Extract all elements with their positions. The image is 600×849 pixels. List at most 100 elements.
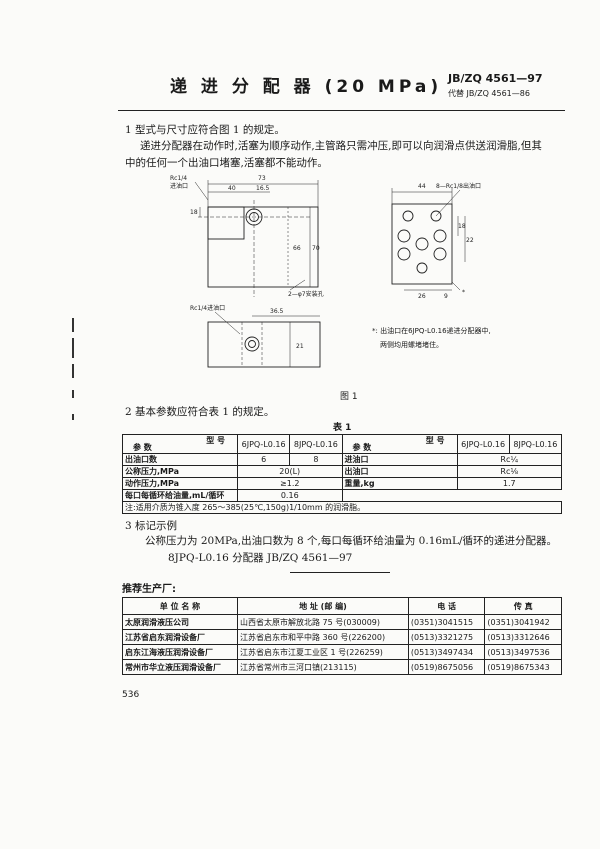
dim-front-66: 66 <box>293 245 301 252</box>
parameter-table: 型 号 参 数 6JPQ-L0.16 8JPQ-L0.16 型 号 参 数 6J… <box>122 434 563 514</box>
model-cell: 6JPQ-L0.16 <box>236 434 291 454</box>
dim-side-22: 22 <box>466 237 474 244</box>
column-header: 电 话 <box>407 597 486 615</box>
maker-address: 山西省太原市解放北路 75 号(030009) <box>236 614 409 630</box>
maker-phone: (0513)3321275 <box>407 629 486 645</box>
side-star: * <box>462 289 465 296</box>
page-number: 536 <box>122 690 140 700</box>
table-row: 江苏省启东润滑设备厂 江苏省启东市和平中路 360 号(226200) (051… <box>122 629 562 645</box>
dim-side-18: 18 <box>458 223 466 230</box>
page-title: 递 进 分 配 器 (20 MPa) <box>170 77 443 97</box>
param-label-right: 参 数 <box>352 443 372 452</box>
dim-front-18: 18 <box>190 209 198 216</box>
column-header: 传 真 <box>484 597 562 615</box>
table-row: 型 号 参 数 6JPQ-L0.16 8JPQ-L0.16 型 号 参 数 6J… <box>122 434 563 454</box>
dim-side-44: 44 <box>418 183 426 190</box>
marking-example-text: 公称压力为 20MPa,出油口数为 8 个,每口每循环给油量为 0.16mL/循… <box>145 535 558 547</box>
dim-bottom-36-5: 36.5 <box>270 308 284 315</box>
dim-front-total: 73 <box>258 175 266 182</box>
param-value: 0.16 <box>237 489 343 502</box>
model-cell: 6JPQ-L0.16 <box>456 434 510 454</box>
param-name: 出油口 <box>341 465 458 478</box>
dim-side-9: 9 <box>444 293 448 300</box>
separator-rule <box>290 572 390 573</box>
outlet-label: 8—Rc1/8出油口 <box>436 182 481 190</box>
outlet-holes <box>397 210 447 274</box>
maker-name: 常州市华立液压润滑设备厂 <box>122 659 238 675</box>
param-name: 进油口 <box>341 453 458 466</box>
param-name: 动作压力,MPa <box>122 477 238 490</box>
dim-front-70: 70 <box>312 245 320 252</box>
figure-note-line2: 两侧均用螺堵堵住。 <box>380 341 443 349</box>
table-row: 公称压力,MPa 20(L) 出油口 Rc⅛ <box>122 465 562 478</box>
section-1-paragraph-line2: 中的任何一个出油口堵塞,活塞都不能动作。 <box>125 157 328 169</box>
table-header-row: 单 位 名 称 地 址 (邮 编) 电 话 传 真 <box>122 597 562 615</box>
section-1-paragraph-line1: 递进分配器在动作时,活塞为顺序动作,主管路只需冲压,即可以向润滑点供送润滑脂,但… <box>140 140 542 152</box>
maker-fax: (0351)3041942 <box>484 614 562 630</box>
column-header: 地 址 (邮 编) <box>236 597 409 615</box>
table-row: 动作压力,MPa ≥1.2 重量,kg 1.7 <box>122 477 562 490</box>
section-3-heading: 3 标记示例 <box>125 520 178 532</box>
type-label: 型 号 <box>206 436 225 445</box>
table-row: 注:适用介质为锥入度 265～385(25℃,150g)1/10mm 的润滑脂。 <box>122 501 562 514</box>
dim-side-26: 26 <box>418 293 426 300</box>
header-rule <box>118 110 565 111</box>
maker-address: 江苏省常州市三河口镇(213115) <box>236 659 409 675</box>
figure-note-line1: *: 出油口在6JPQ-L0.16递进分配器中, <box>372 327 491 335</box>
param-value: 1.7 <box>456 477 562 490</box>
figure-1: 73 40 16.5 Rc1/4 进油口 18 66 70 2—φ7安装孔 <box>160 172 490 387</box>
front-inlet-thread: Rc1/4 <box>170 175 187 182</box>
table-row: 常州市华立液压润滑设备厂 江苏省常州市三河口镇(213115) (0519)86… <box>122 659 562 675</box>
table-row: 出油口数 6 8 进油口 Rc¼ <box>122 453 562 466</box>
maker-fax: (0519)8675343 <box>484 659 562 675</box>
maker-phone: (0351)3041515 <box>407 614 486 630</box>
section-2-heading: 2 基本参数应符合表 1 的规定。 <box>125 406 275 418</box>
manufacturers-table: 单 位 名 称 地 址 (邮 编) 电 话 传 真 太原润滑液压公司 山西省太原… <box>122 597 562 675</box>
table-row: 太原润滑液压公司 山西省太原市解放北路 75 号(030009) (0351)3… <box>122 614 562 630</box>
table-row: 启东江海液压润滑设备厂 江苏省启东市江夏工业区 1 号(226259) (051… <box>122 644 562 660</box>
param-name: 公称压力,MPa <box>122 465 238 478</box>
maker-address: 江苏省启东市和平中路 360 号(226200) <box>236 629 409 645</box>
replaced-standard: 代替 JB/ZQ 4561—86 <box>448 89 530 98</box>
param-value: 8 <box>289 453 343 466</box>
maker-name: 启东江海液压润滑设备厂 <box>122 644 238 660</box>
param-name: 出油口数 <box>122 453 238 466</box>
dim-bottom-21: 21 <box>296 343 304 350</box>
maker-address: 江苏省启东市江夏工业区 1 号(226259) <box>236 644 409 660</box>
param-value: Rc⅛ <box>456 465 562 478</box>
mount-holes-label: 2—φ7安装孔 <box>288 290 324 298</box>
margin-marks <box>70 318 76 428</box>
type-label-right: 型 号 <box>425 436 445 445</box>
standard-number: JB/ZQ 4561—97 <box>448 72 543 85</box>
param-value: 20(L) <box>237 465 343 478</box>
maker-name: 太原润滑液压公司 <box>122 614 238 630</box>
param-name: 每口每循环给油量,mL/循环 <box>122 489 238 502</box>
maker-phone: (0519)8675056 <box>407 659 486 675</box>
bottom-view-body <box>207 321 321 368</box>
figure-caption: 图 1 <box>340 392 358 402</box>
table-row: 每口每循环给油量,mL/循环 0.16 <box>122 489 562 502</box>
param-value: Rc¼ <box>456 453 562 466</box>
dim-front-16-5: 16.5 <box>256 185 270 192</box>
param-label: 参 数 <box>133 443 152 452</box>
maker-name: 江苏省启东润滑设备厂 <box>122 629 238 645</box>
dim-front-40: 40 <box>228 185 236 192</box>
maker-fax: (0513)3312646 <box>484 629 562 645</box>
side-view-body <box>391 203 453 285</box>
maker-phone: (0513)3497434 <box>407 644 486 660</box>
front-inlet-label: 进油口 <box>170 182 188 190</box>
column-header: 单 位 名 称 <box>122 597 238 615</box>
model-cell: 8JPQ-L0.16 <box>508 434 563 454</box>
maker-fax: (0513)3497536 <box>484 644 562 660</box>
marking-example-code: 8JPQ-L0.16 分配器 JB/ZQ 4561—97 <box>168 552 353 564</box>
section-1-heading: 1 型式与尺寸应符合图 1 的规定。 <box>125 124 285 136</box>
front-view-body <box>207 206 319 288</box>
model-cell: 8JPQ-L0.16 <box>289 434 343 454</box>
manufacturers-heading: 推荐生产厂: <box>122 584 176 595</box>
bottom-inlet-label: Rc1/4进油口 <box>190 304 225 312</box>
table-note: 注:适用介质为锥入度 265～385(25℃,150g)1/10mm 的润滑脂。 <box>122 501 562 514</box>
param-name: 重量,kg <box>341 477 458 490</box>
param-value: ≥1.2 <box>237 477 343 490</box>
param-value: 6 <box>236 453 291 466</box>
table-1-title: 表 1 <box>333 423 352 433</box>
